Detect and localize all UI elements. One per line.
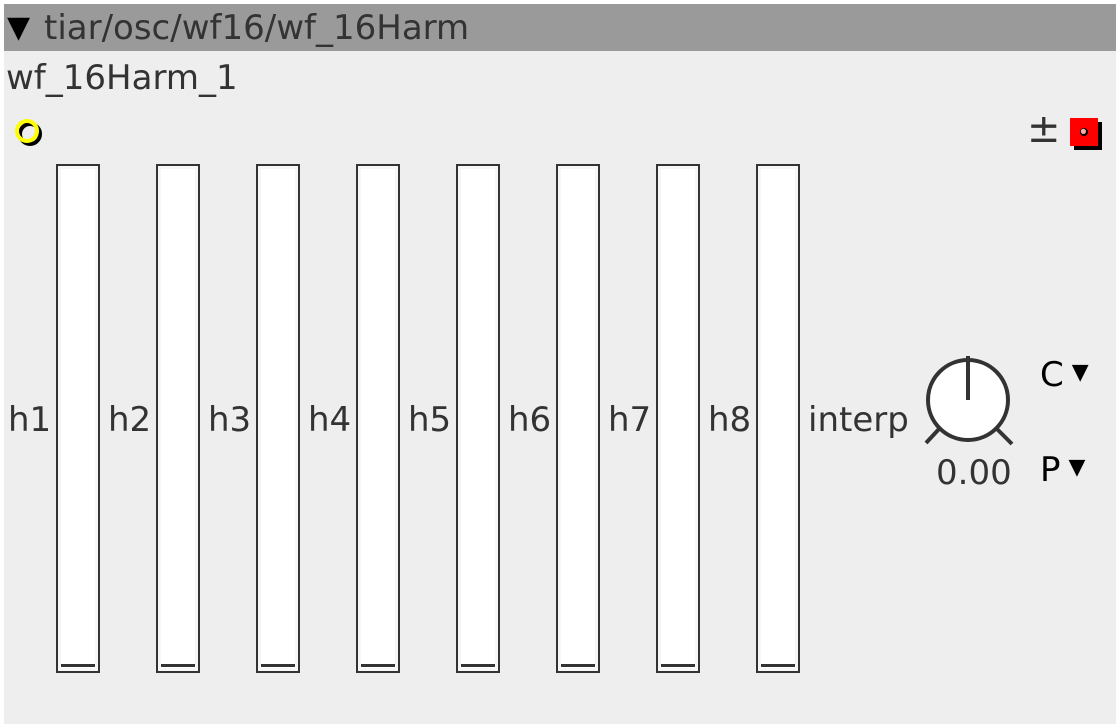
dropdown-p[interactable]: P▼ xyxy=(1040,451,1085,489)
red-square-icon[interactable] xyxy=(1070,118,1104,152)
led-indicator-icon xyxy=(15,119,42,146)
object-path-title: tiar/osc/wf16/wf_16Harm xyxy=(44,8,470,48)
interp-value: 0.00 xyxy=(936,453,1012,493)
slider-label-h7: h7 xyxy=(608,400,652,440)
slider-track xyxy=(461,169,495,668)
slider-fill xyxy=(61,664,95,667)
slider-fill xyxy=(361,664,395,667)
slider-track xyxy=(361,169,395,668)
slider-h1[interactable] xyxy=(56,164,100,673)
slider-h6[interactable] xyxy=(556,164,600,673)
slider-label-h4: h4 xyxy=(308,400,352,440)
slider-label-h5: h5 xyxy=(408,400,452,440)
slider-fill xyxy=(561,664,595,667)
slider-label-h6: h6 xyxy=(508,400,552,440)
slider-h5[interactable] xyxy=(456,164,500,673)
slider-fill xyxy=(161,664,195,667)
slider-label-h1: h1 xyxy=(8,400,52,440)
slider-track xyxy=(761,169,795,668)
slider-h3[interactable] xyxy=(256,164,300,673)
slider-label-h8: h8 xyxy=(708,400,752,440)
dropdown-c-label: C xyxy=(1040,355,1064,395)
slider-track xyxy=(561,169,595,668)
chevron-down-icon: ▼ xyxy=(1068,455,1086,480)
interp-knob[interactable] xyxy=(922,354,1018,450)
slider-fill xyxy=(761,664,795,667)
slider-track xyxy=(261,169,295,668)
interp-label: interp xyxy=(808,400,909,440)
dropdown-p-label: P xyxy=(1040,450,1061,490)
chevron-down-icon: ▼ xyxy=(1071,360,1089,385)
object-panel: ▼ tiar/osc/wf16/wf_16Harm wf_16Harm_1 ± … xyxy=(4,4,1116,724)
slider-label-h2: h2 xyxy=(108,400,152,440)
slider-track xyxy=(161,169,195,668)
slider-h4[interactable] xyxy=(356,164,400,673)
slider-track xyxy=(61,169,95,668)
slider-h7[interactable] xyxy=(656,164,700,673)
slider-fill xyxy=(661,664,695,667)
slider-fill xyxy=(461,664,495,667)
dropdown-c[interactable]: C▼ xyxy=(1040,356,1089,394)
slider-label-h3: h3 xyxy=(208,400,252,440)
slider-h2[interactable] xyxy=(156,164,200,673)
collapse-triangle-icon[interactable]: ▼ xyxy=(7,10,31,45)
slider-track xyxy=(661,169,695,668)
slider-h8[interactable] xyxy=(756,164,800,673)
slider-fill xyxy=(261,664,295,667)
title-bar[interactable]: ▼ tiar/osc/wf16/wf_16Harm xyxy=(4,4,1116,51)
bipolar-toggle[interactable]: ± xyxy=(1027,106,1061,152)
instance-name[interactable]: wf_16Harm_1 xyxy=(6,58,238,98)
